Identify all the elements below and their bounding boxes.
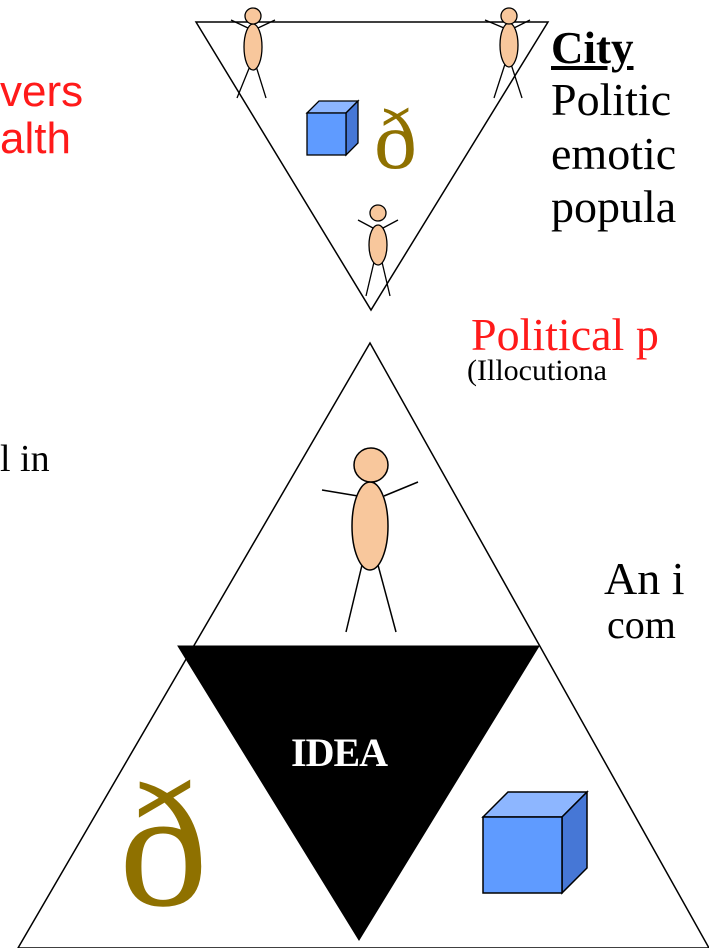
left-red-text-2: alth (0, 114, 71, 163)
political-subtitle: (Illocutiona (467, 354, 607, 387)
idea-label: IDEA (291, 730, 388, 775)
city-heading: City (551, 23, 634, 73)
large-cube (481, 790, 589, 895)
person-figure-top-right (484, 7, 531, 99)
left-red-text-1: vers (0, 67, 84, 116)
eth-symbol-large: ð (119, 746, 208, 944)
person-figure-top-left (230, 7, 276, 99)
idea-text-line-1: An i (604, 553, 685, 604)
city-text-line-2: emotic (551, 128, 677, 179)
left-text-fragment: l in (0, 438, 50, 480)
eth-symbol-small: ð (374, 91, 417, 187)
small-cube (305, 99, 360, 157)
person-figure-large (321, 447, 419, 633)
idea-text-line-2: com (607, 602, 676, 647)
city-triangle (194, 21, 550, 312)
person-figure-top-center (357, 204, 399, 297)
political-heading: Political p (471, 309, 659, 360)
idea-triangle (177, 645, 540, 941)
city-text-line-1: Politic (551, 74, 672, 125)
city-text-line-3: popula (551, 181, 677, 232)
